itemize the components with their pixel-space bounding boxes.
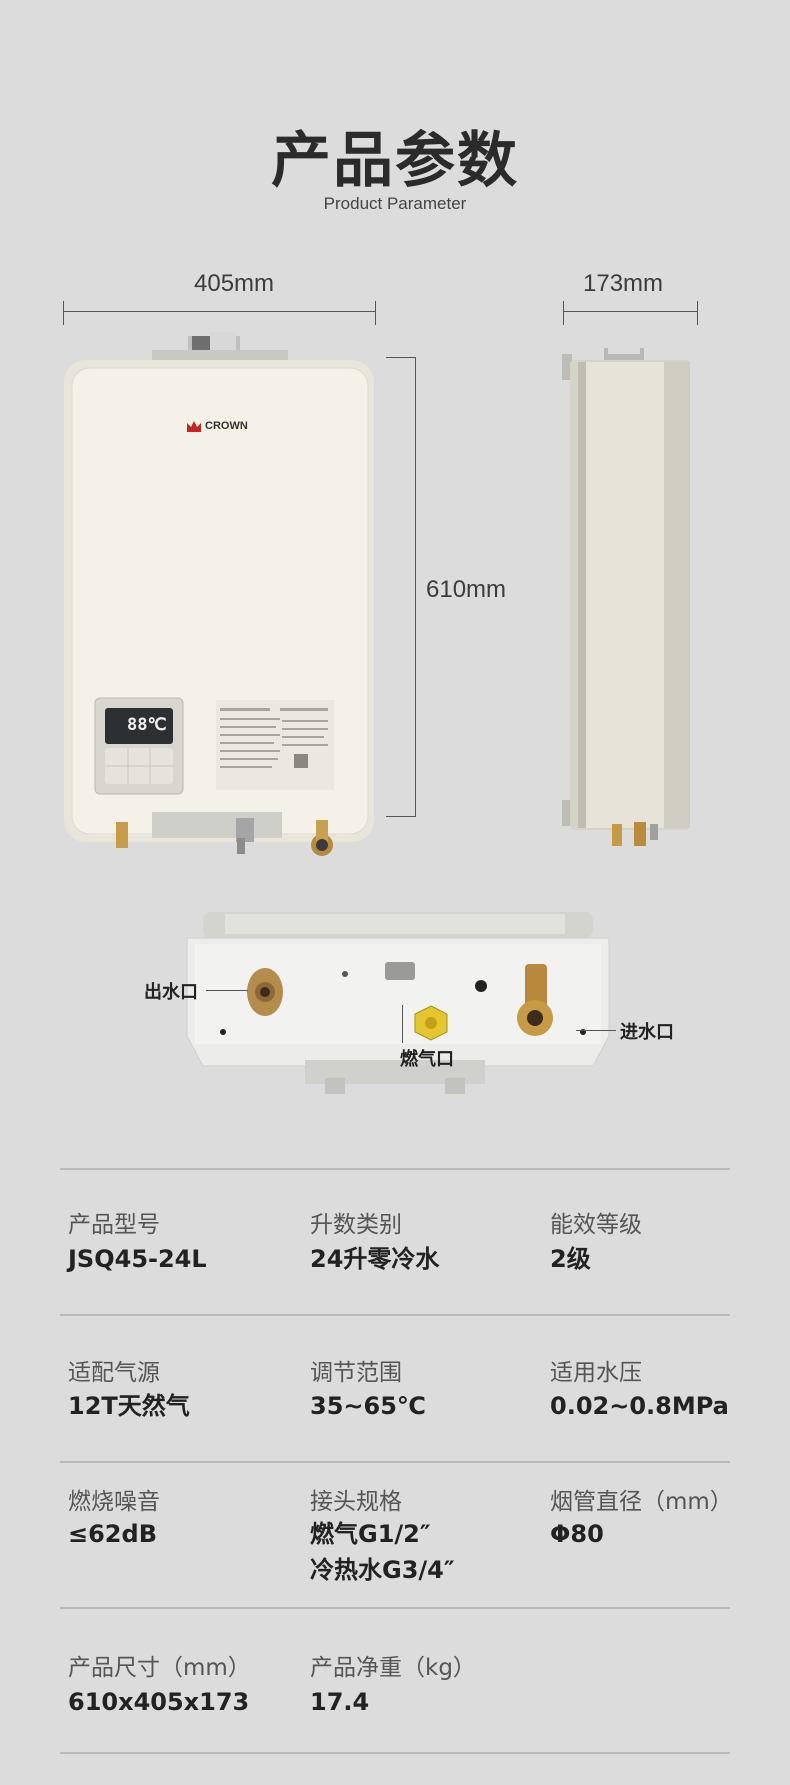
spec-noise-value: ≤62dB [68, 1520, 157, 1548]
gas-port-leader [402, 1005, 403, 1043]
spec-flue-diameter-label: 烟管直径（mm） [550, 1489, 733, 1515]
panel-display-readout: 88℃ [127, 715, 167, 735]
spec-divider [60, 1752, 730, 1754]
spec-efficiency-label: 能效等级 [550, 1212, 642, 1238]
inlet-port-label: 进水口 [620, 1022, 674, 1043]
spec-model-label: 产品型号 [68, 1212, 160, 1238]
height-dimension-line [415, 357, 416, 817]
spec-gas-source-value: 12T天然气 [68, 1392, 190, 1420]
spec-temp-range-label: 调节范围 [310, 1360, 402, 1386]
page-subtitle: Product Parameter [323, 194, 467, 213]
crown-icon [187, 421, 201, 432]
spec-water-pressure-value: 0.02~0.8MPa [550, 1392, 729, 1420]
spec-efficiency-value: 2级 [550, 1245, 591, 1273]
heater-front-view [64, 332, 374, 856]
depth-dimension-label: 173mm [583, 270, 664, 297]
spec-connector-label: 接头规格 [310, 1489, 402, 1515]
spec-temp-range-value: 35~65℃ [310, 1392, 426, 1420]
spec-gas-source-label: 适配气源 [68, 1360, 160, 1386]
spec-weight-value: 17.4 [310, 1688, 370, 1716]
gas-port-label: 燃气口 [400, 1049, 454, 1070]
spec-divider [60, 1461, 730, 1463]
width-dimension-line [63, 311, 376, 312]
spec-size-value: 610x405x173 [68, 1688, 250, 1716]
heater-side-view [562, 344, 690, 846]
spec-capacity-label: 升数类别 [310, 1212, 402, 1238]
spec-size-label: 产品尺寸（mm） [68, 1655, 251, 1681]
width-dimension-tick-right [375, 301, 376, 325]
heater-bottom-view [186, 912, 610, 1094]
depth-dimension-tick-left [563, 301, 564, 325]
crown-logo: CROWN [186, 420, 256, 436]
depth-dimension-line [563, 311, 698, 312]
spec-divider [60, 1607, 730, 1609]
page-title: 产品参数 [271, 126, 519, 196]
spec-divider [60, 1314, 730, 1316]
spec-water-pressure-label: 适用水压 [550, 1360, 642, 1386]
inlet-port-leader [576, 1030, 616, 1031]
height-dimension-tick-bottom [386, 816, 416, 817]
spec-connector-value-water: 冷热水G3/4″ [310, 1556, 455, 1584]
width-dimension-label: 405mm [194, 270, 275, 297]
spec-weight-label: 产品净重（kg） [310, 1655, 476, 1681]
width-dimension-tick-left [63, 301, 64, 325]
spec-flue-diameter-value: Φ80 [550, 1520, 604, 1548]
spec-capacity-value: 24升零冷水 [310, 1245, 440, 1273]
brand-name: CROWN [205, 420, 248, 432]
spec-model-value: JSQ45-24L [68, 1245, 207, 1273]
height-dimension-label: 610mm [426, 576, 507, 603]
outlet-port-leader [206, 990, 248, 991]
spec-divider [60, 1168, 730, 1170]
height-dimension-tick-top [386, 357, 416, 358]
depth-dimension-tick-right [697, 301, 698, 325]
spec-noise-label: 燃烧噪音 [68, 1489, 160, 1515]
outlet-port-label: 出水口 [144, 982, 198, 1003]
spec-connector-value-gas: 燃气G1/2″ [310, 1520, 431, 1548]
